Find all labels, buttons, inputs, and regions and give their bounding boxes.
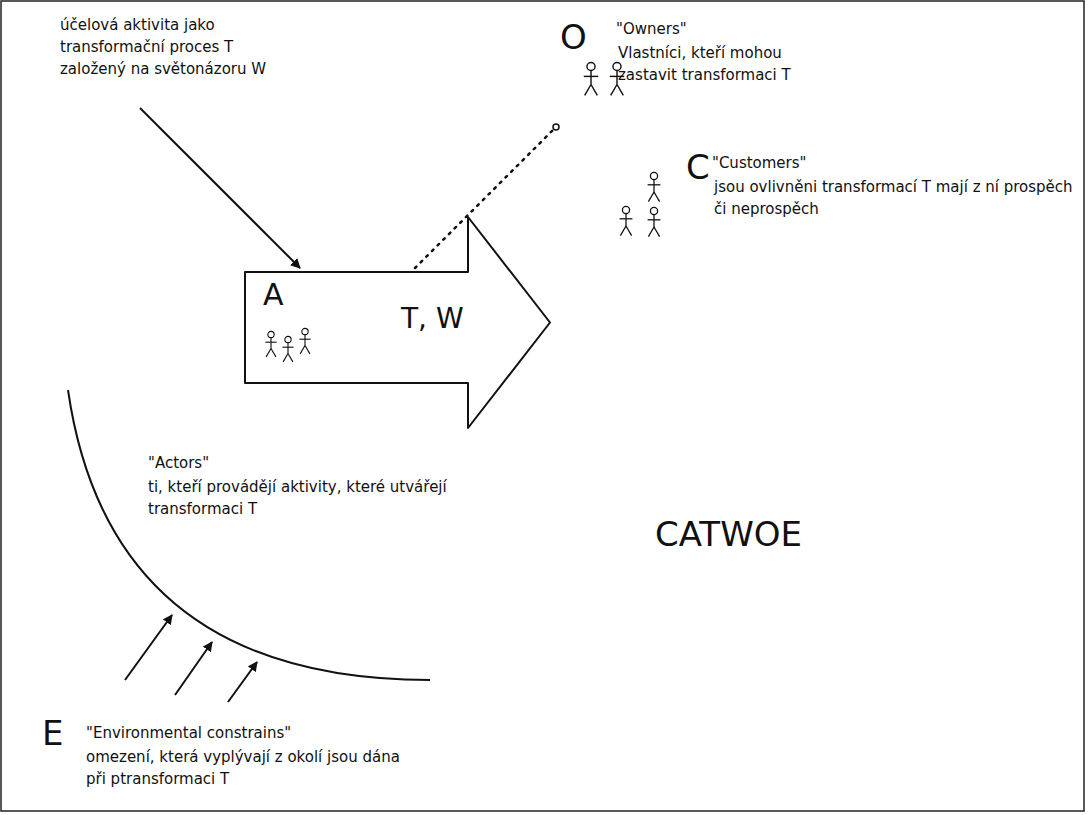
transformation-label: T, W [401,303,464,335]
pressure-arrow [175,642,212,695]
role-description: ti, kteří provádějí aktivity, které utvá… [148,476,478,520]
catwoe-letter: C [686,148,710,186]
role-name: "Customers" [712,152,806,174]
dot [553,124,559,130]
role-name: "Owners" [616,18,687,40]
arrow-outline [243,215,553,430]
environment-curve [68,390,430,680]
catwoe-letter: O [560,18,587,56]
role-description: omezení, která vyplývají z okolí jsou dá… [86,746,416,790]
pressure-arrow [125,615,172,680]
stick-figure [648,207,661,236]
diagram-title: CATWOE [655,515,802,554]
stick-figure [584,62,598,95]
pointer-arrow [140,108,300,268]
stick-figure [620,206,633,235]
stick-figure [648,172,661,201]
role-name: "Environmental constrains" [86,722,291,744]
dotted-line [415,130,553,268]
actor-letter: A [263,277,284,312]
transformation-arrow: A T, W [243,215,553,430]
role-description: Vlastníci, kteří mohou zastavit transfor… [618,42,823,86]
pressure-arrow [228,662,257,702]
catwoe-letter: E [42,714,63,752]
role-description: jsou ovlivněni transformací T mají z ní … [714,176,1074,220]
stick-figure [282,336,293,362]
stick-figure [265,331,276,357]
role-name: "Actors" [148,452,209,474]
stick-figure [299,328,310,354]
purpose-note: účelová aktivita jako transformační proc… [60,14,300,80]
